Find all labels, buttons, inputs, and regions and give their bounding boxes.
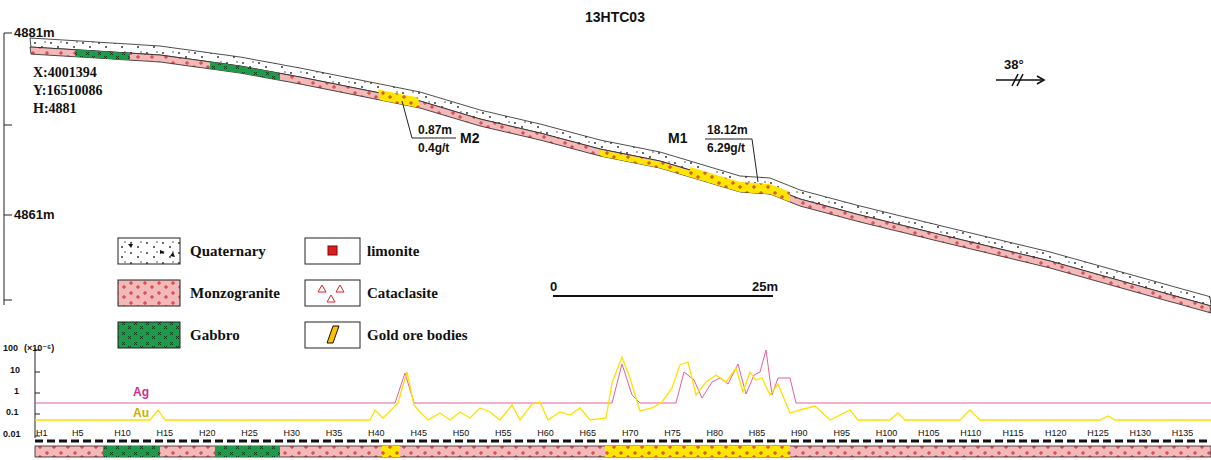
sample-number: H10	[114, 429, 131, 438]
rock-band	[30, 47, 1211, 313]
axis-tick: 0.01	[3, 430, 21, 439]
sample-number: H25	[241, 429, 258, 438]
sample-number: H95	[833, 429, 850, 438]
ore-thickness: 18.12m	[707, 124, 748, 136]
ore-body-id: M1	[668, 131, 687, 145]
series-label: Au	[133, 407, 149, 419]
sample-number: H55	[495, 429, 512, 438]
coordinate: X:4001394	[33, 66, 97, 80]
sample-number: H115	[1003, 429, 1024, 438]
sample-number: H60	[537, 429, 554, 438]
elevation-label: 4861m	[14, 208, 54, 221]
sample-number: H5	[72, 429, 84, 438]
legend-text: limonite	[367, 244, 420, 259]
legend-text: Cataclasite	[367, 286, 438, 301]
axis-tick: 1	[14, 387, 19, 396]
axis-unit: (×10⁻⁶)	[24, 344, 54, 353]
rock-band	[378, 90, 420, 108]
legend-text: Monzogranite	[190, 286, 280, 301]
sample-number: H35	[326, 429, 343, 438]
rock-band	[600, 150, 690, 177]
sample-number: H75	[664, 429, 681, 438]
ore-body-id: M2	[460, 131, 479, 145]
sample-number: H30	[284, 429, 301, 438]
sample-number: H105	[918, 429, 940, 438]
legend-text: Gabbro	[190, 328, 240, 343]
scale-label: 25m	[752, 280, 778, 293]
axis-tick: 0.1	[6, 408, 19, 417]
coordinate: H:4881	[33, 102, 77, 116]
scale-label: 0	[550, 280, 557, 293]
sample-number: H130	[1130, 429, 1152, 438]
sample-number: H110	[960, 429, 981, 438]
sample-number: H120	[1045, 429, 1067, 438]
legend-text: Quaternary	[190, 244, 266, 259]
sample-number: H65	[580, 429, 597, 438]
sample-number: H70	[622, 429, 639, 438]
ore-thickness: 0.87m	[418, 124, 452, 136]
sample-number: H40	[368, 429, 385, 438]
rock-band	[690, 167, 790, 202]
sample-number: H80	[707, 429, 724, 438]
series-label: Ag	[133, 386, 149, 398]
rock-band	[30, 38, 1211, 306]
sample-number: H45	[410, 429, 427, 438]
axis-tick: 100	[3, 344, 18, 353]
elevation-label: 4881m	[14, 26, 54, 39]
sample-number: H125	[1087, 429, 1109, 438]
sample-number: H15	[157, 429, 174, 438]
sample-number: H20	[199, 429, 216, 438]
trench-title: 13HTC03	[585, 10, 645, 24]
ore-grade: 6.29g/t	[707, 142, 745, 154]
sample-number: H50	[453, 429, 470, 438]
sample-number: H1	[36, 429, 48, 438]
dip-angle: 38°	[1004, 58, 1024, 71]
legend-text: Gold ore bodies	[367, 328, 468, 343]
sample-number: H90	[791, 429, 808, 438]
sample-number: H100	[876, 429, 898, 438]
coordinate: Y:16510086	[33, 84, 103, 98]
rock-band	[210, 62, 280, 80]
sample-number: H135	[1172, 429, 1194, 438]
sample-number: H85	[749, 429, 766, 438]
rock-band	[75, 50, 130, 60]
ore-grade: 0.4g/t	[418, 142, 449, 154]
axis-tick: 10	[10, 366, 20, 375]
